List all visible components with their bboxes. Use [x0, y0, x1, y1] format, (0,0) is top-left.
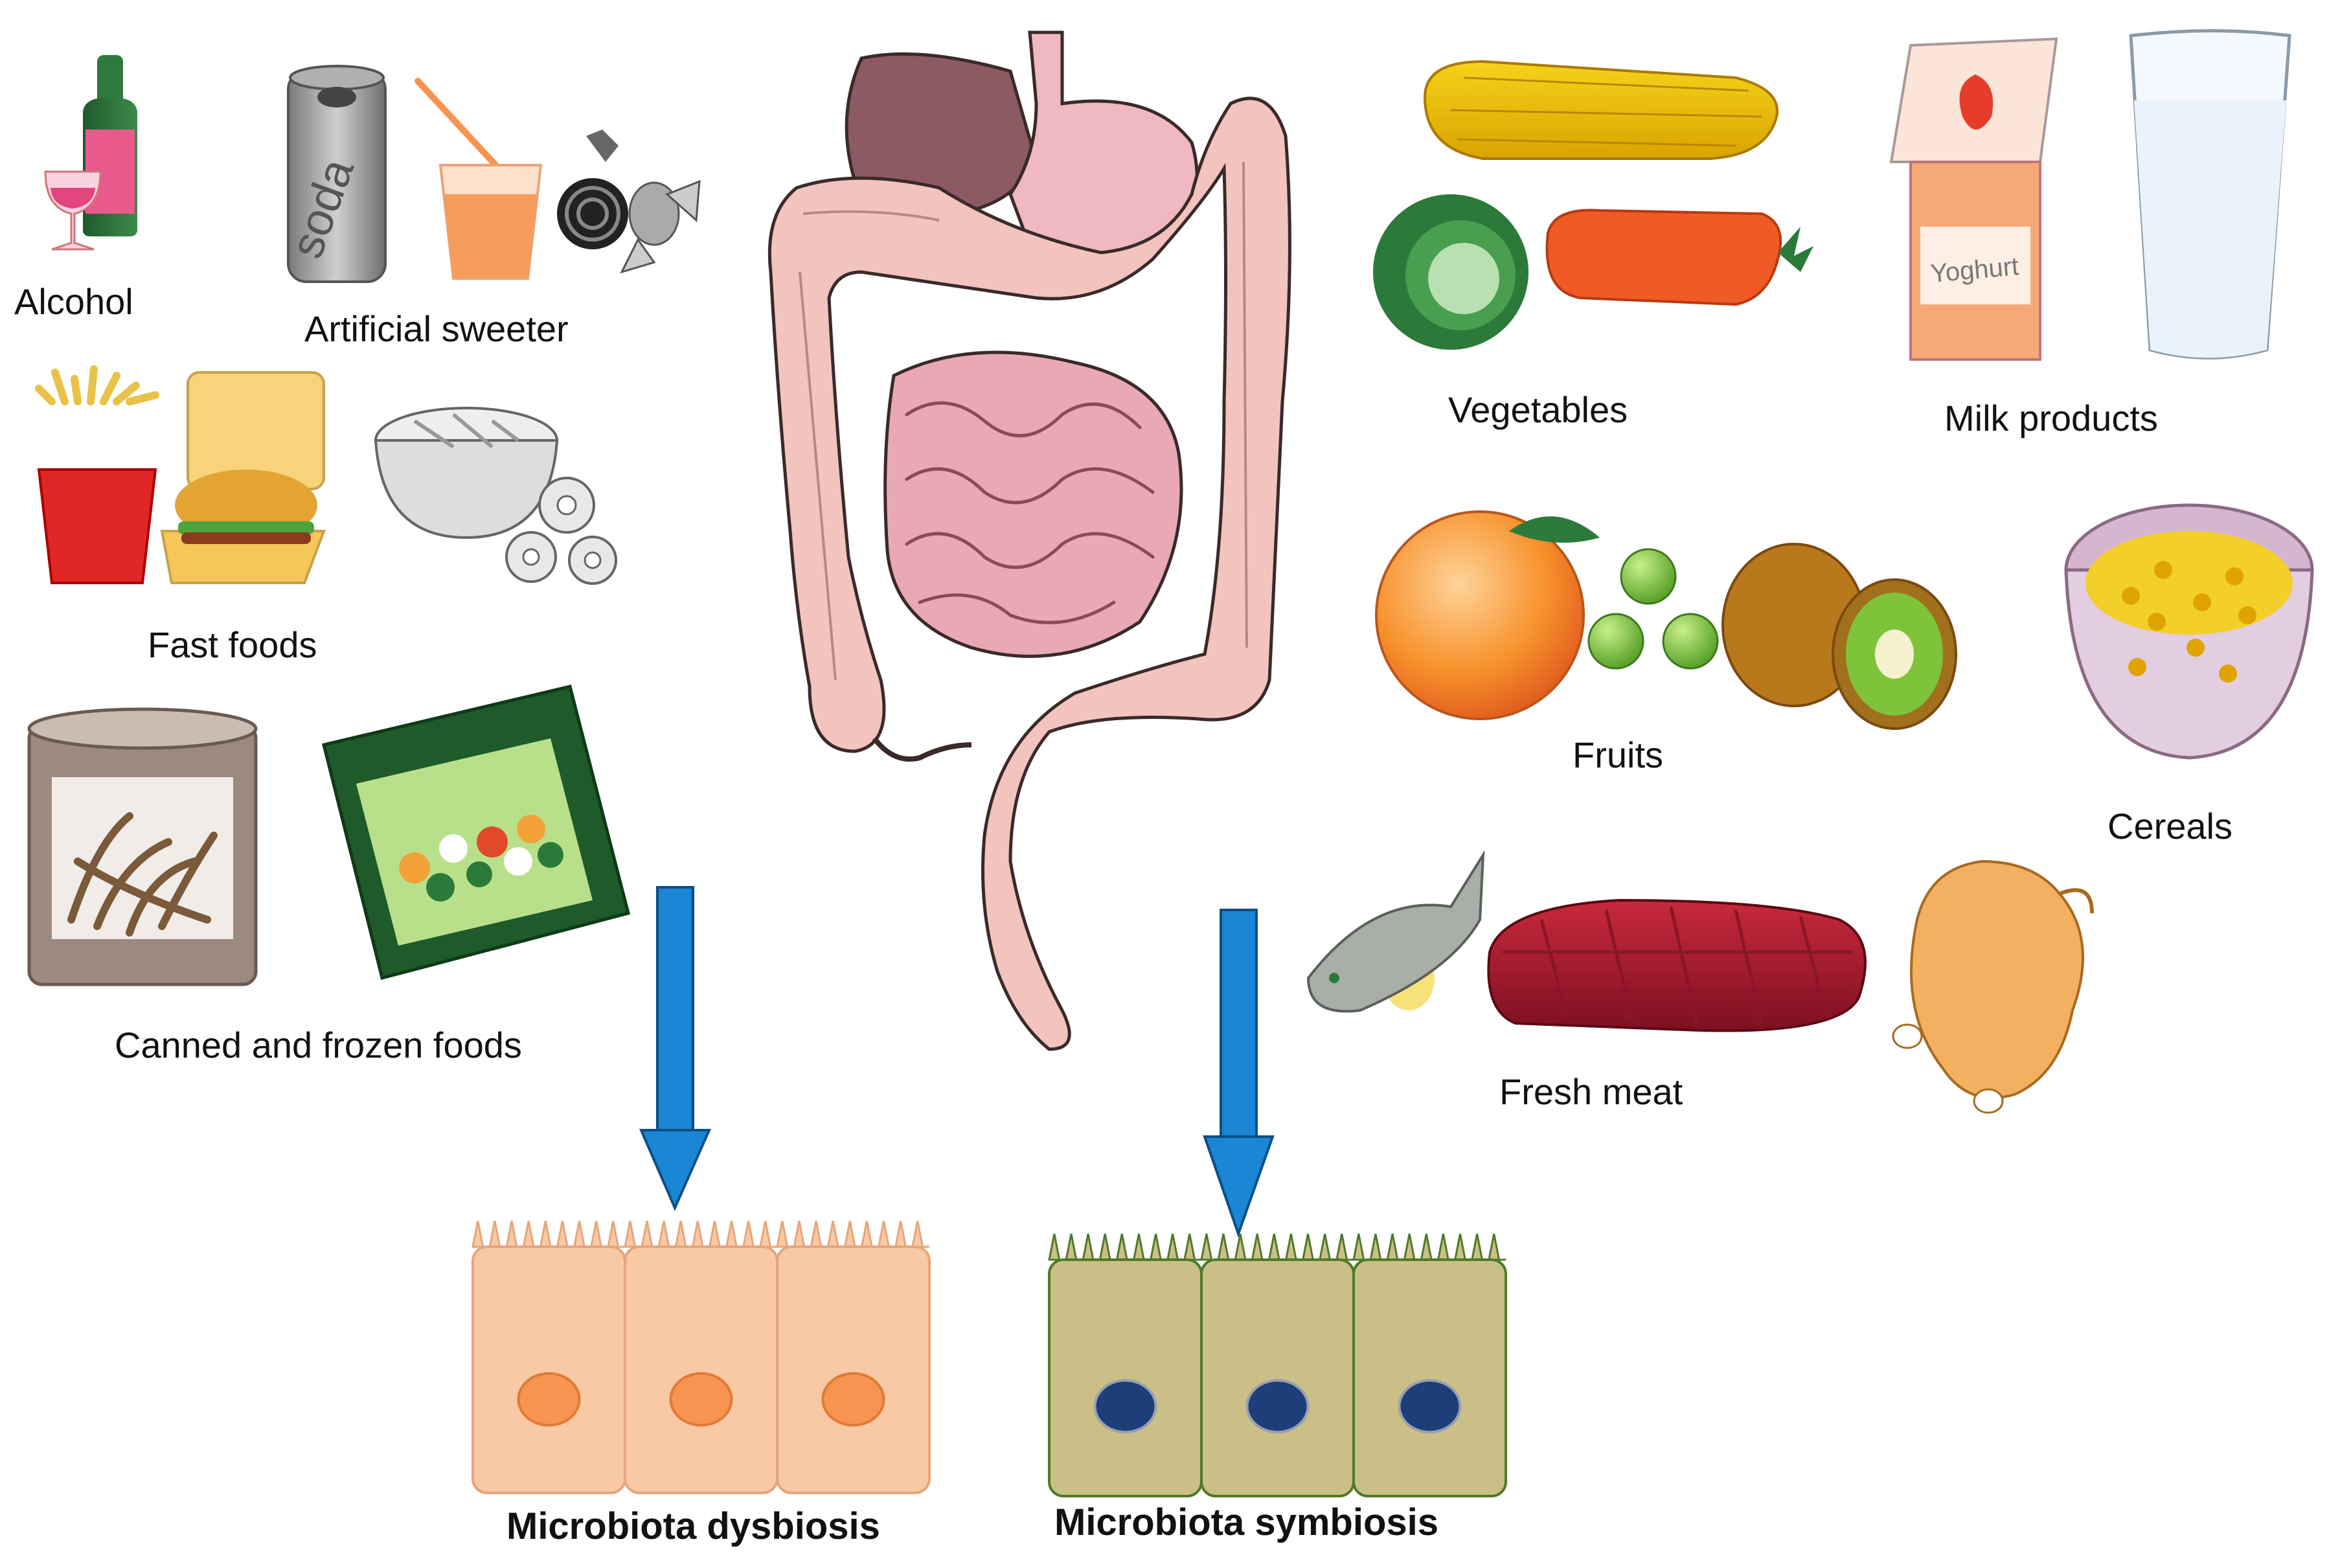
label-alcohol: Alcohol — [14, 281, 133, 322]
dysbiosis-cell-2 — [624, 1220, 778, 1494]
fries-icon — [35, 365, 159, 584]
peach-icon — [1375, 510, 1600, 720]
digestive-tract-icon — [767, 30, 1291, 1051]
label-canned-frozen: Canned and frozen foods — [115, 1025, 522, 1065]
burger-box-icon — [160, 371, 326, 584]
wine-bottle-icon — [44, 55, 137, 251]
steak-icon — [1487, 898, 1867, 1032]
snack-bowl-icon — [374, 407, 617, 585]
canned-food-icon — [27, 707, 258, 986]
cabbage-icon — [1373, 194, 1528, 350]
corn-icon — [1423, 60, 1778, 160]
symbiosis-cell-3 — [1352, 1233, 1507, 1497]
symbiosis-cell-1 — [1048, 1233, 1203, 1497]
dysbiosis-cell-3 — [776, 1220, 931, 1494]
dysbiosis-cell-1 — [471, 1220, 626, 1494]
label-symbiosis: Microbiota symbiosis — [1054, 1501, 1439, 1543]
soda-can-icon: soda — [280, 65, 387, 283]
frozen-bag-icon — [321, 685, 631, 981]
juice-glass-icon — [415, 78, 543, 280]
symbiosis-cell-2 — [1200, 1233, 1355, 1497]
label-cereals: Cereals — [2107, 806, 2232, 846]
chicken-icon — [1892, 859, 2094, 1114]
kiwi-icon — [1721, 543, 1957, 730]
candy-icon — [557, 130, 701, 274]
label-milk-products: Milk products — [1944, 398, 2158, 438]
milk-glass-icon — [2129, 29, 2291, 359]
label-dysbiosis: Microbiota dysbiosis — [506, 1505, 880, 1547]
label-fruits: Fruits — [1573, 734, 1663, 775]
arrow-down-icon-right — [1203, 909, 1275, 1238]
label-artificial-sweeter: Artificial sweeter — [304, 308, 569, 349]
cereal-bowl-icon — [2064, 503, 2314, 760]
label-fast-foods: Fast foods — [148, 624, 317, 665]
carrot-icon — [1545, 209, 1813, 306]
grapes-icon — [1587, 548, 1719, 670]
label-vegetables: Vegetables — [1448, 389, 1628, 430]
fish-icon — [1306, 850, 1485, 1013]
epithelial-cells-icon-dysbiosis — [471, 1220, 931, 1494]
label-fresh-meat: Fresh meat — [1499, 1071, 1683, 1112]
epithelial-cells-icon-symbiosis — [1048, 1233, 1507, 1497]
arrow-down-icon-left — [639, 886, 712, 1211]
yoghurt-carton-icon: Yoghurt — [1889, 37, 2058, 361]
